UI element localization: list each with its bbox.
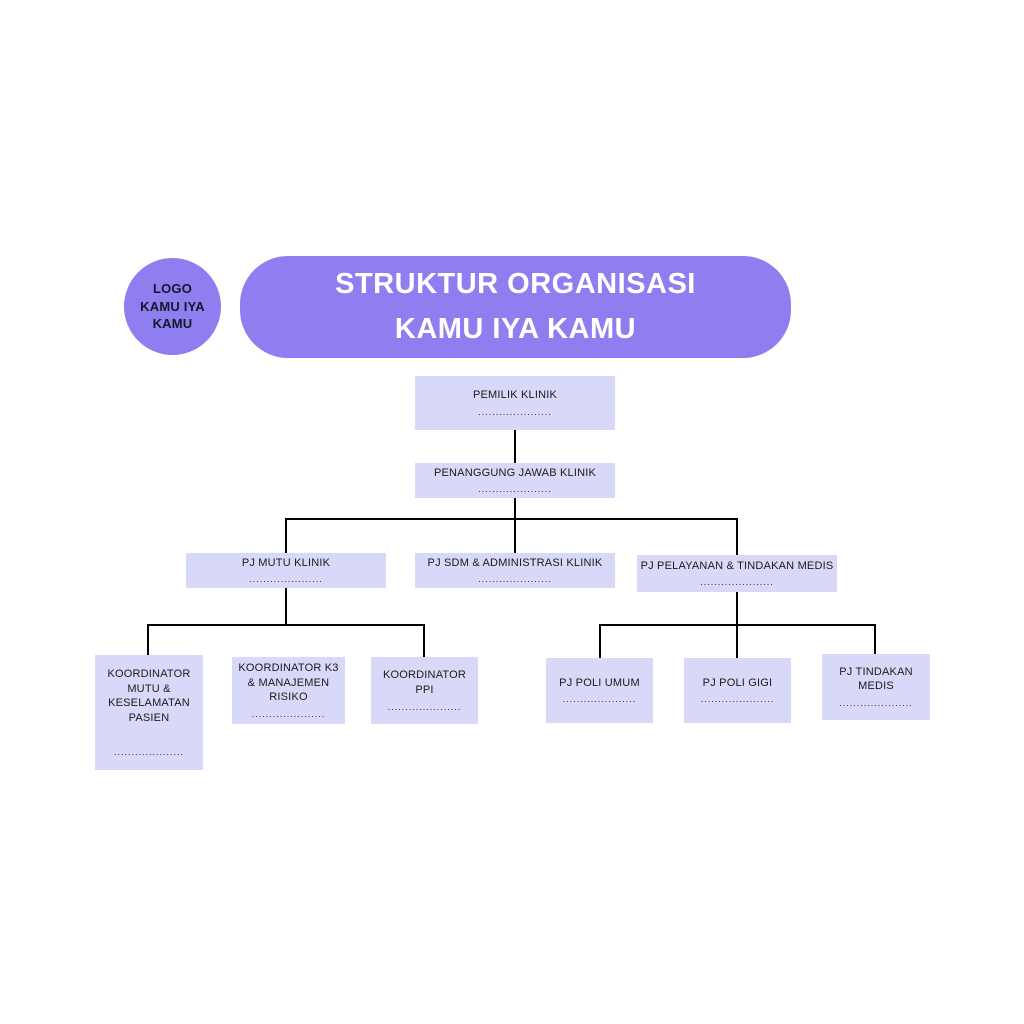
clinic-logo: LOGO KAMU IYA KAMU bbox=[124, 258, 221, 355]
page-title-line2: KAMU IYA KAMU bbox=[394, 313, 637, 345]
connector-pemilik-penanggung bbox=[514, 430, 516, 463]
node-label: PENANGGUNG JAWAB KLINIK bbox=[433, 466, 597, 479]
page-title-line1: STRUKTUR ORGANISASI bbox=[335, 268, 696, 301]
node-pj-mutu-klinik: PJ MUTU KLINIK ..................... bbox=[186, 553, 386, 588]
logo-text-line2: KAMU IYA bbox=[140, 298, 205, 314]
connector-level2-horizontal bbox=[285, 518, 738, 520]
node-koordinator-mutu-keselamatan-pasien: KOORDINATOR MUTU & KESELAMATAN PASIEN ..… bbox=[95, 655, 203, 770]
node-pj-tindakan-medis: PJ TINDAKAN MEDIS ..................... bbox=[822, 654, 930, 720]
connector-drop-tindakan-medis bbox=[874, 624, 876, 654]
node-dotted-line: ..................... bbox=[478, 406, 552, 417]
connector-left-horizontal bbox=[147, 624, 425, 626]
node-pj-pelayanan-tindakan-medis: PJ PELAYANAN & TINDAKAN MEDIS ..........… bbox=[637, 555, 837, 592]
title-banner: STRUKTUR ORGANISASI KAMU IYA KAMU bbox=[240, 256, 791, 358]
node-pj-sdm-administrasi-klinik: PJ SDM & ADMINISTRASI KLINIK ...........… bbox=[415, 553, 615, 588]
node-label: PJ SDM & ADMINISTRASI KLINIK bbox=[427, 556, 603, 569]
node-pj-poli-gigi: PJ POLI GIGI ..................... bbox=[684, 658, 791, 723]
node-dotted-line: ..................... bbox=[478, 574, 552, 585]
connector-drop-koor-mutu bbox=[147, 624, 149, 655]
node-dotted-line: ..................... bbox=[562, 694, 637, 705]
node-label: KOORDINATOR MUTU & KESELAMATAN PASIEN bbox=[107, 667, 191, 725]
connector-drop-pj-pelayanan bbox=[736, 518, 738, 556]
node-label: PJ POLI GIGI bbox=[702, 676, 773, 689]
connector-pj-mutu-stem bbox=[285, 588, 287, 626]
connector-penanggung-stem bbox=[514, 498, 516, 519]
connector-drop-pj-sdm bbox=[514, 518, 516, 553]
node-label: PJ MUTU KLINIK bbox=[241, 556, 331, 569]
logo-text-line3: KAMU bbox=[152, 316, 193, 332]
node-penanggung-jawab-klinik: PENANGGUNG JAWAB KLINIK ................… bbox=[415, 463, 615, 498]
node-label: PJ TINDAKAN MEDIS bbox=[839, 665, 913, 693]
node-dotted-line: ..................... bbox=[478, 484, 552, 495]
node-label: PJ POLI UMUM bbox=[559, 676, 640, 689]
logo-text-line1: LOGO bbox=[152, 281, 193, 297]
node-dotted-line: ..................... bbox=[839, 698, 913, 709]
connector-drop-poli-umum bbox=[599, 624, 601, 658]
node-dotted-line: ..................... bbox=[249, 574, 323, 585]
node-koordinator-ppi: KOORDINATOR PPI ..................... bbox=[371, 657, 478, 724]
node-pemilik-klinik: PEMILIK KLINIK ..................... bbox=[415, 376, 615, 430]
node-label: KOORDINATOR PPI bbox=[382, 669, 467, 696]
node-dotted-line: .................... bbox=[113, 747, 184, 758]
connector-drop-pj-mutu bbox=[285, 518, 287, 553]
node-label: KOORDINATOR K3 & MANAJEMEN RISIKO bbox=[238, 661, 339, 704]
node-koordinator-k3-manajemen-risiko: KOORDINATOR K3 & MANAJEMEN RISIKO ......… bbox=[232, 657, 345, 724]
node-dotted-line: ..................... bbox=[387, 701, 462, 712]
connector-right-horizontal bbox=[599, 624, 876, 626]
node-dotted-line: ..................... bbox=[251, 709, 326, 720]
node-label: PEMILIK KLINIK bbox=[472, 389, 558, 401]
node-pj-poli-umum: PJ POLI UMUM ..................... bbox=[546, 658, 653, 723]
node-dotted-line: ..................... bbox=[700, 694, 775, 705]
node-label: PJ PELAYANAN & TINDAKAN MEDIS bbox=[640, 559, 834, 572]
node-dotted-line: ..................... bbox=[700, 577, 774, 588]
connector-drop-koor-ppi bbox=[423, 624, 425, 657]
